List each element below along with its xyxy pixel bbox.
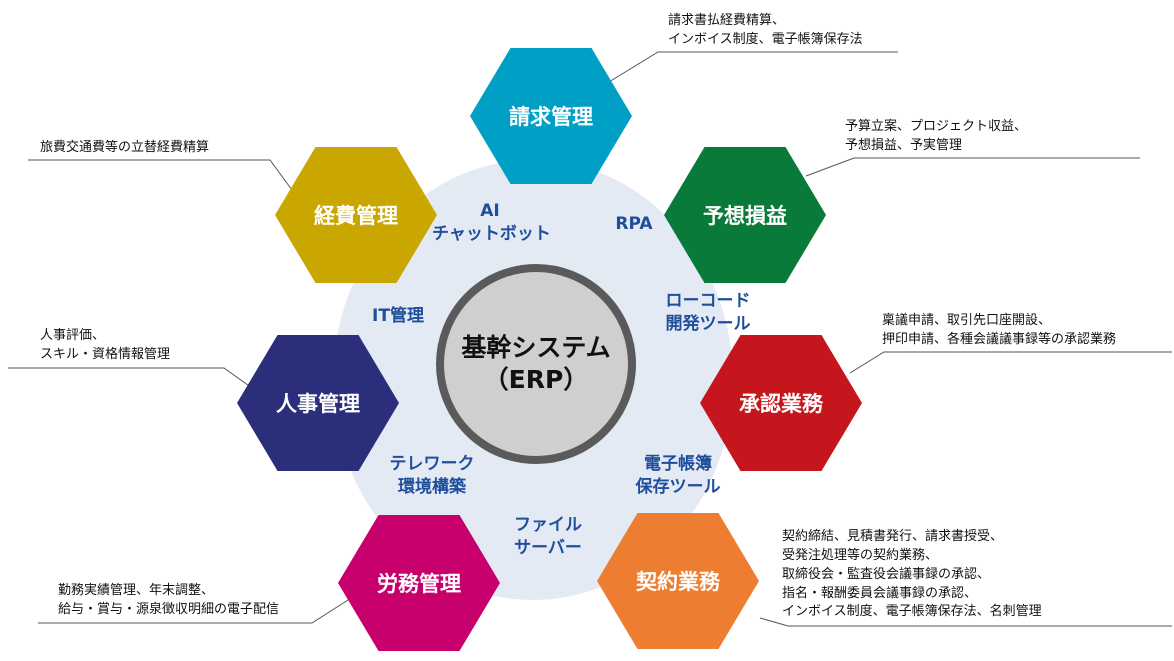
- tool-rpa-label: RPA: [615, 214, 653, 234]
- note-contract: 契約締結、見積書発行、請求書授受、 受発注処理等の契約業務、 取締役会・監査役会…: [782, 528, 1042, 622]
- note-forecast: 予算立案、プロジェクト収益、 予想損益、予実管理: [845, 118, 1027, 156]
- note-contract-line3: 取締役会・監査役会議事録の承認、: [782, 566, 991, 582]
- note-contract-line4: 指名・報酬委員会議事録の承認、: [782, 585, 978, 601]
- module-labor: 労務管理: [338, 515, 500, 651]
- tool-telework-line2: 環境構築: [398, 476, 466, 497]
- note-hr-line2: スキル・資格情報管理: [40, 346, 171, 362]
- tool-rpa: RPA: [598, 213, 670, 236]
- tool-e-ledger-line1: 電子帳簿: [644, 454, 712, 474]
- tool-telework-line1: テレワーク: [389, 454, 475, 474]
- tool-telework: テレワーク 環境構築: [372, 453, 492, 499]
- leader-line-contract: [759, 617, 1172, 627]
- note-labor-line1: 勤務実績管理、年末調整、: [58, 583, 215, 598]
- tool-it-management: IT管理: [352, 305, 444, 328]
- note-expense-line1: 旅費交通費等の立替経費精算: [40, 140, 210, 155]
- note-approval-line2: 押印申請、各種会議議事録等の承認業務: [882, 331, 1117, 347]
- note-approval: 稟議申請、取引先口座開設、 押印申請、各種会議議事録等の承認業務: [882, 312, 1116, 350]
- module-contract-label: 契約業務: [636, 570, 720, 594]
- tool-lowcode: ローコード 開発ツール: [656, 290, 760, 336]
- note-expense: 旅費交通費等の立替経費精算: [40, 139, 209, 158]
- module-expense-label: 経費管理: [314, 204, 398, 228]
- note-contract-line1: 契約締結、見積書発行、請求書授受、: [782, 529, 1004, 544]
- leader-line-labor: [38, 599, 349, 624]
- note-billing-line2: インボイス制度、電子帳簿保存法: [668, 31, 863, 47]
- tool-lowcode-line2: 開発ツール: [665, 313, 751, 334]
- note-hr-line1: 人事評価、: [40, 328, 106, 343]
- note-billing: 請求書払経費精算、 インボイス制度、電子帳簿保存法: [668, 12, 863, 50]
- module-hr-label: 人事管理: [276, 392, 360, 416]
- tool-e-ledger-line2: 保存ツール: [635, 476, 721, 497]
- module-labor-label: 労務管理: [377, 572, 461, 596]
- leader-line-forecast: [805, 157, 1140, 177]
- module-billing-label: 請求管理: [509, 105, 593, 129]
- note-approval-line1: 稟議申請、取引先口座開設、: [882, 313, 1052, 328]
- erp-core-title: 基幹システム: [461, 332, 611, 362]
- tool-ai-chatbot: AI チャットボット: [432, 200, 551, 246]
- note-contract-line5: インボイス制度、電子帳簿保存法、名刺管理: [782, 604, 1042, 620]
- note-labor-line2: 給与・賞与・源泉徴収明細の電子配信: [58, 601, 280, 617]
- tool-ai-chatbot-line1: AI: [480, 201, 500, 221]
- module-forecast-label: 予想損益: [703, 204, 787, 228]
- tool-file-server: ファイル サーバー: [500, 514, 596, 560]
- leader-line-expense: [28, 159, 293, 191]
- note-forecast-line2: 予想損益、予実管理: [845, 137, 963, 153]
- tool-file-server-line1: ファイル: [514, 515, 582, 535]
- note-billing-line1: 請求書払経費精算、: [668, 13, 786, 28]
- tool-ai-chatbot-line2: チャットボット: [432, 223, 551, 244]
- note-forecast-line1: 予算立案、プロジェクト収益、: [845, 119, 1028, 134]
- tool-it-management-label: IT管理: [372, 306, 424, 326]
- leader-line-hr: [8, 367, 253, 389]
- note-labor: 勤務実績管理、年末調整、 給与・賞与・源泉徴収明細の電子配信: [58, 582, 279, 620]
- note-contract-line2: 受発注処理等の契約業務、: [782, 547, 939, 563]
- tool-lowcode-line1: ローコード: [665, 291, 751, 311]
- tool-e-ledger: 電子帳簿 保存ツール: [626, 453, 730, 499]
- module-approval-label: 承認業務: [739, 392, 823, 416]
- tool-file-server-line2: サーバー: [514, 537, 582, 558]
- erp-core-circle: 基幹システム （ERP）: [436, 264, 636, 464]
- erp-core-subtitle: （ERP）: [483, 365, 589, 394]
- note-hr: 人事評価、 スキル・資格情報管理: [40, 327, 170, 365]
- leader-line-approval: [849, 351, 1172, 374]
- leader-line-billing: [603, 51, 898, 86]
- module-contract: 契約業務: [597, 513, 759, 649]
